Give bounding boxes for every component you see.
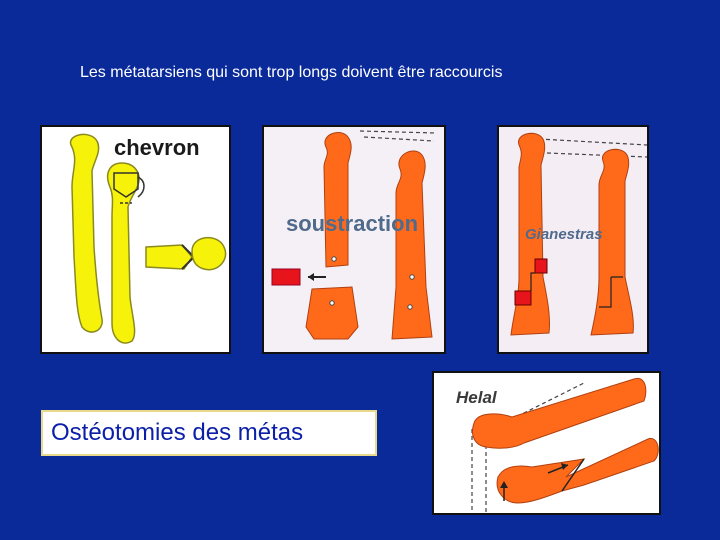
chevron-osteotomy-panel: chevron — [40, 125, 231, 354]
arrow-left-icon — [308, 273, 314, 281]
helal-label: Helal — [456, 388, 498, 407]
helal-osteotomy-panel: Helal — [432, 371, 661, 515]
removed-step-segment-2 — [514, 290, 532, 306]
metatarsal-bone-osteotomy — [496, 437, 659, 504]
arrow-up-icon — [500, 481, 508, 488]
metatarsal-bone-upper — [323, 132, 352, 268]
removed-bone-segment — [271, 268, 301, 286]
soustraction-label: soustraction — [286, 211, 418, 236]
chevron-cut-outline — [113, 172, 139, 198]
gianestras-label: Gianestras — [525, 226, 603, 243]
helal-illustration: Helal — [456, 377, 659, 513]
metatarsal-bone-upper — [472, 377, 647, 449]
chevron-label: chevron — [114, 135, 200, 160]
gianestras-illustration: Gianestras — [510, 132, 647, 336]
soustraction-illustration: soustraction — [271, 130, 437, 340]
metatarsal-base-fragment — [305, 286, 359, 340]
removed-step-segment — [534, 258, 548, 274]
metatarsal-bone-chevron — [106, 162, 140, 344]
metatarsal-bone-right — [590, 148, 634, 336]
metatarsal-bone — [69, 133, 103, 333]
metatarsal-bone-shortened — [391, 150, 433, 340]
metatarsal-head-fragment — [191, 237, 227, 271]
slide-caption: Ostéotomies des métas — [41, 410, 377, 456]
metatarsal-bone-left — [510, 132, 550, 336]
arrow-up-right-icon — [561, 463, 568, 470]
soustraction-osteotomy-panel: soustraction — [262, 125, 446, 354]
slide-subtitle: Les métatarsiens qui sont trop longs doi… — [80, 64, 503, 81]
chevron-illustration: chevron — [69, 133, 227, 344]
gianestras-osteotomy-panel: Gianestras — [497, 125, 649, 354]
